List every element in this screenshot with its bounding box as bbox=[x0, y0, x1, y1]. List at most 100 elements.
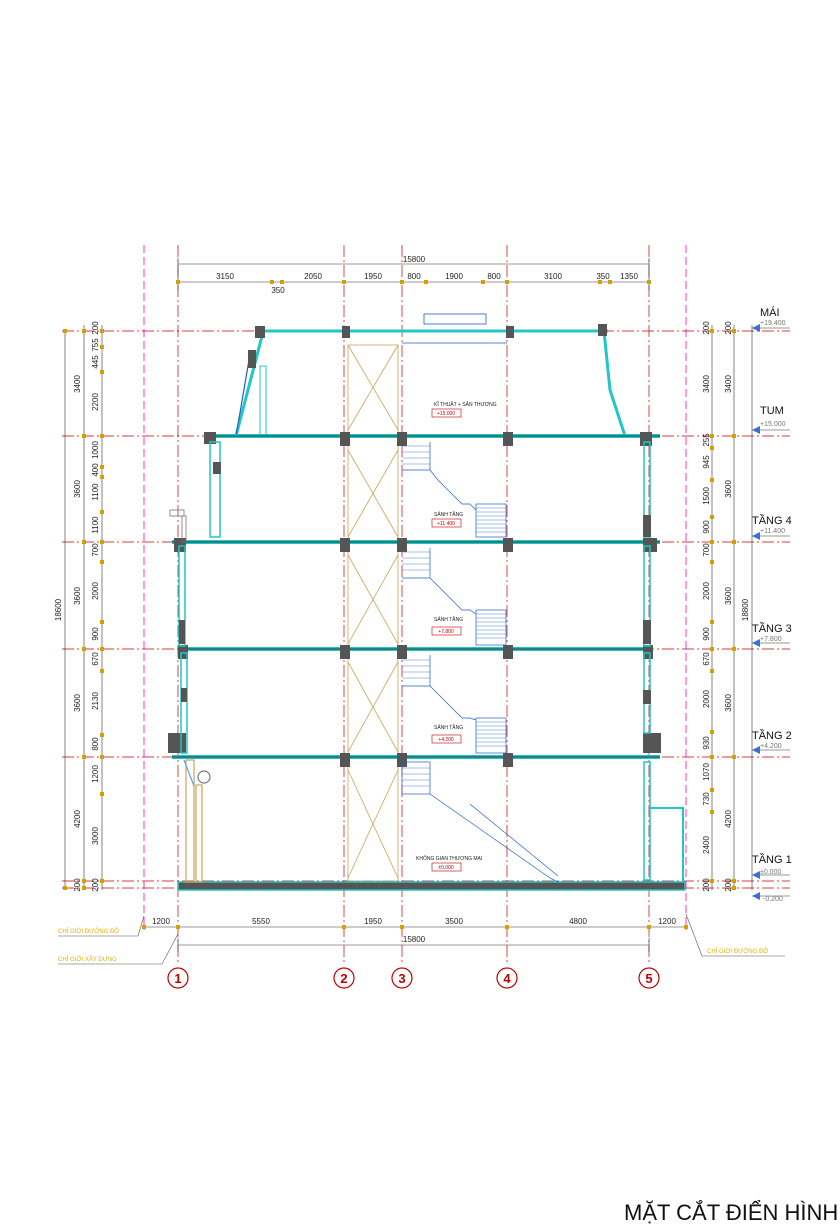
axis-label: 1 bbox=[174, 971, 181, 986]
left-dim-inner: 200 bbox=[91, 321, 100, 335]
level-name: TẦNG 3 bbox=[752, 622, 792, 635]
top-dim-seg: 1900 bbox=[445, 272, 463, 281]
window-frames bbox=[179, 462, 651, 704]
left-dim-outer: 3400 bbox=[73, 375, 82, 393]
room-tag: +11.400 bbox=[437, 521, 455, 527]
right-dim-inner: 900 bbox=[702, 520, 711, 534]
right-dim-inner: 3400 bbox=[702, 375, 711, 393]
right-dim-outer: 4200 bbox=[724, 810, 733, 828]
ground-elevation: -0.200 bbox=[763, 896, 783, 903]
room-tag: +4.200 bbox=[438, 737, 454, 743]
grid-lines-vertical bbox=[177, 245, 650, 965]
road-boundary-left-label: CHỈ GIỚI ĐƯỜNG ĐỎ bbox=[58, 928, 119, 935]
room-tag-box bbox=[431, 734, 462, 744]
top-dim-seg: 3150 bbox=[216, 272, 234, 281]
right-dim-outer: 200 bbox=[724, 321, 733, 335]
left-dim-inner: 2200 bbox=[91, 393, 100, 411]
level-name: TẦNG 1 bbox=[752, 853, 792, 866]
right-dimension-lines bbox=[711, 325, 753, 890]
left-dim-outer: 3600 bbox=[73, 587, 82, 605]
right-dim-inner: 200 bbox=[702, 878, 711, 892]
axis-label: 3 bbox=[398, 971, 405, 986]
ground-slab bbox=[177, 881, 686, 891]
left-awning bbox=[169, 509, 187, 543]
top-dimension-lines bbox=[177, 258, 650, 290]
room-label: SẢNH TẦNG bbox=[434, 724, 463, 731]
beams bbox=[168, 432, 661, 767]
top-dim-seg: 350 bbox=[596, 272, 610, 281]
level-elevation: ±0.000 bbox=[760, 869, 781, 876]
top-dim-seg: 3100 bbox=[544, 272, 562, 281]
boundary-leaders bbox=[58, 913, 785, 965]
axis-label: 5 bbox=[645, 971, 652, 986]
left-dim-outer: 200 bbox=[73, 878, 82, 892]
room-tag-box bbox=[431, 862, 462, 872]
right-canopy bbox=[650, 807, 684, 882]
room-tag: +7.800 bbox=[438, 629, 454, 635]
bottom-dim-seg: 1200 bbox=[658, 917, 676, 926]
bottom-dim-seg: 4800 bbox=[569, 917, 587, 926]
left-dim-inner: 900 bbox=[91, 627, 100, 641]
left-dim-inner: 700 bbox=[91, 543, 100, 557]
right-dim-inner: 2000 bbox=[702, 690, 711, 708]
left-dim-inner: 755 bbox=[91, 338, 100, 352]
top-dim-seg: 1950 bbox=[364, 272, 382, 281]
level-name: MÁI bbox=[760, 306, 780, 319]
left-dim-outer: 3600 bbox=[73, 480, 82, 498]
right-dim-inner: 255 bbox=[702, 433, 711, 447]
floor-slab-cores bbox=[172, 435, 660, 758]
bottom-dim-seg: 1200 bbox=[152, 917, 170, 926]
axis-label: 2 bbox=[340, 971, 347, 986]
left-dim-inner: 1100 bbox=[91, 483, 100, 501]
facade-walls bbox=[178, 441, 651, 881]
left-dim-inner: 1100 bbox=[91, 516, 100, 534]
level-marker-arrows bbox=[752, 324, 760, 900]
left-dim-inner: 200 bbox=[91, 878, 100, 892]
axis-bubbles bbox=[167, 967, 660, 989]
level-elevation: +19.400 bbox=[760, 320, 786, 327]
left-dim-inner: 800 bbox=[91, 737, 100, 751]
left-dim-inner: 2130 bbox=[91, 692, 100, 710]
level-elevation: +4.200 bbox=[760, 743, 782, 750]
level-lines bbox=[62, 330, 790, 889]
level-elevation: +11.400 bbox=[760, 528, 785, 535]
left-dim-inner: 3000 bbox=[91, 827, 100, 845]
level-name: TẦNG 4 bbox=[752, 514, 792, 527]
bottom-total-dim: 15800 bbox=[403, 935, 426, 944]
bottom-dim-seg: 3500 bbox=[445, 917, 463, 926]
bottom-dimension-lines bbox=[144, 926, 686, 952]
room-tag-box bbox=[431, 626, 462, 636]
right-dim-outer: 3400 bbox=[724, 375, 733, 393]
roof-structure bbox=[234, 313, 627, 437]
top-dim-seg: 800 bbox=[407, 272, 421, 281]
road-boundary-right-label: CHỈ GIỚI ĐƯỜNG ĐỎ bbox=[707, 948, 768, 955]
stair-treads bbox=[402, 445, 506, 787]
left-dim-inner: 2000 bbox=[91, 582, 100, 600]
top-dim-seg: 2050 bbox=[304, 272, 322, 281]
elevator-shaft bbox=[347, 344, 399, 882]
right-dim-inner: 900 bbox=[702, 627, 711, 641]
left-dim-outer: 4200 bbox=[73, 810, 82, 828]
stairs bbox=[401, 442, 559, 883]
room-label: SẢNH TẦNG bbox=[434, 616, 463, 623]
room-label: KĨ THUẬT + SÂN THƯỢNG bbox=[434, 401, 497, 408]
room-label: KHÔNG GIAN THƯƠNG MẠI bbox=[416, 855, 482, 862]
room-tag-box bbox=[431, 408, 462, 418]
left-dim-outer: 3600 bbox=[73, 694, 82, 712]
ground-entry bbox=[183, 759, 211, 883]
axis-label: 4 bbox=[503, 971, 511, 986]
level-name: TUM bbox=[760, 405, 784, 417]
floor-slabs bbox=[172, 434, 660, 759]
right-dim-inner: 200 bbox=[702, 321, 711, 335]
left-dim-inner: 670 bbox=[91, 652, 100, 666]
build-boundary-left-label: CHỈ GIỚI XÂY DỰNG bbox=[58, 956, 117, 963]
right-total-dim: 18800 bbox=[741, 598, 750, 621]
right-dim-outer: 3600 bbox=[724, 694, 733, 712]
right-dim-outer: 200 bbox=[724, 878, 733, 892]
right-dim-inner: 2000 bbox=[702, 582, 711, 600]
top-total-dim: 15800 bbox=[403, 255, 426, 264]
level-elevation: +15.000 bbox=[760, 421, 786, 428]
right-dim-inner: 2400 bbox=[702, 836, 711, 854]
left-total-dim: 18600 bbox=[54, 598, 63, 621]
